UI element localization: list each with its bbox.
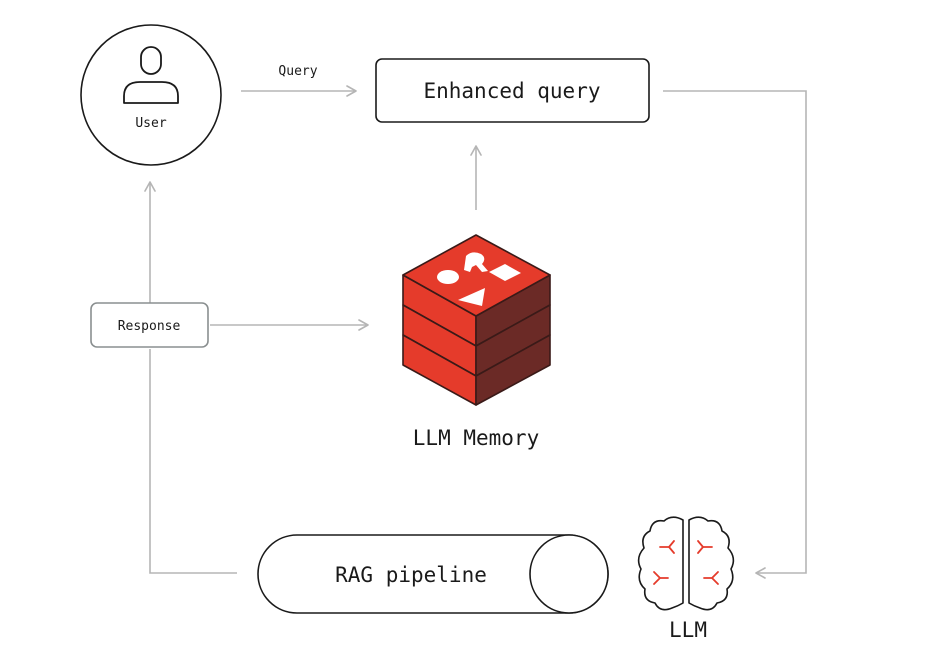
user-label: User bbox=[135, 116, 166, 131]
llm-node: LLM bbox=[637, 516, 735, 642]
rag-pipeline-label: RAG pipeline bbox=[335, 563, 487, 587]
enhanced-query-label: Enhanced query bbox=[423, 79, 600, 103]
cylinder-icon bbox=[257, 534, 609, 614]
rag-pipeline-node: RAG pipeline bbox=[257, 534, 609, 614]
edge-enhanced-query-to-llm bbox=[663, 90, 807, 579]
enhanced-query-node: Enhanced query bbox=[375, 58, 650, 123]
redis-stack-icon bbox=[402, 234, 551, 406]
llm-label: LLM bbox=[669, 618, 707, 642]
user-circle bbox=[80, 24, 222, 166]
enhanced-query-box bbox=[375, 58, 650, 123]
response-box bbox=[90, 302, 209, 348]
brain-icon bbox=[637, 516, 735, 611]
response-label: Response bbox=[118, 319, 181, 334]
user-node: User bbox=[80, 24, 222, 166]
llm-memory-label: LLM Memory bbox=[413, 426, 539, 450]
response-node: Response bbox=[90, 302, 209, 348]
edge-query-label: Query bbox=[278, 64, 317, 79]
redis-shapes-icon bbox=[437, 252, 521, 306]
edge-rag-pipeline-to-response bbox=[149, 349, 237, 574]
user-icon bbox=[123, 46, 179, 104]
llm-memory-node: LLM Memory bbox=[402, 234, 551, 450]
